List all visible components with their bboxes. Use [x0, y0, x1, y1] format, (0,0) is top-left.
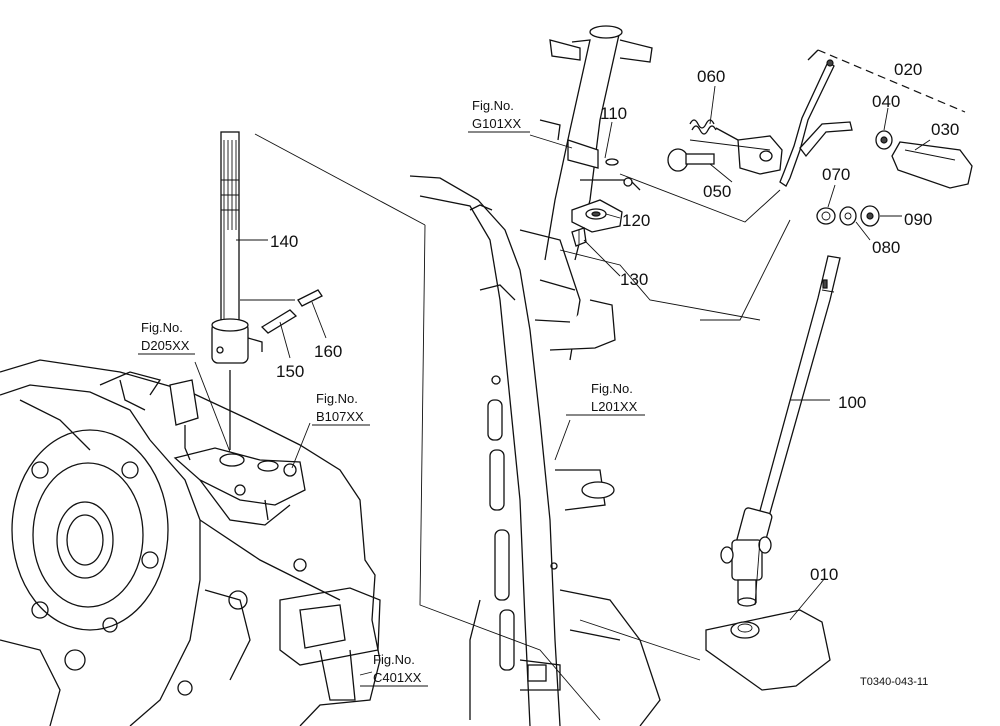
- shift-rod-140: [211, 131, 263, 364]
- transmission-housing: [0, 359, 381, 726]
- callout-010: 010: [810, 565, 838, 584]
- plate-120: [571, 199, 623, 233]
- steering-frame-panel: [409, 175, 661, 726]
- fig-ref-g101: Fig.No. G101XX: [468, 98, 530, 133]
- callout-150: 150: [276, 362, 304, 381]
- fig-ref-d205: Fig.No. D205XX: [138, 320, 195, 355]
- callout-040: 040: [872, 92, 900, 111]
- fig-ref-g101-code: G101XX: [472, 116, 521, 131]
- drawing-code: T0340-043-11: [860, 676, 928, 688]
- leader-lines: [194, 85, 931, 676]
- callout-110: 110: [600, 104, 627, 123]
- fig-ref-l201-code: L201XX: [591, 399, 638, 414]
- collar-070: [816, 207, 836, 225]
- pin-150: [260, 309, 298, 334]
- washer-080: [839, 206, 857, 226]
- bolt-130: [571, 227, 587, 247]
- steering-column: [519, 25, 653, 361]
- nut-090: [860, 205, 880, 227]
- fig-ref-d205-code: D205XX: [141, 338, 190, 353]
- callout-100: 100: [838, 393, 866, 412]
- fig-ref-b107-code: B107XX: [316, 409, 364, 424]
- connection-lines: [240, 133, 791, 721]
- pin-160: [297, 289, 323, 307]
- callout-120: 120: [622, 211, 650, 230]
- lever-020: [737, 59, 853, 187]
- callout-060: 060: [697, 67, 725, 86]
- fig-ref-c401: Fig.No. C401XX: [360, 652, 428, 687]
- fig-ref-d205-label: Fig.No.: [141, 320, 183, 335]
- callout-090: 090: [904, 210, 932, 229]
- universal-joint: [720, 507, 773, 607]
- plate-010: [705, 609, 831, 691]
- part-callouts: 140 150 160 110 120 130 060 050 020 040 …: [270, 60, 959, 584]
- linkage-assembly: [169, 370, 306, 526]
- fig-ref-c401-label: Fig.No.: [373, 652, 415, 667]
- callout-130: 130: [620, 270, 648, 289]
- fig-ref-c401-code: C401XX: [373, 670, 422, 685]
- callout-050: 050: [703, 182, 731, 201]
- callout-080: 080: [872, 238, 900, 257]
- knob-030: [891, 141, 973, 189]
- callout-030: 030: [931, 120, 959, 139]
- fig-ref-b107-label: Fig.No.: [316, 391, 358, 406]
- callout-140: 140: [270, 232, 298, 251]
- fig-ref-b107: Fig.No. B107XX: [312, 391, 370, 426]
- shaft-100: [757, 255, 841, 521]
- bracket-110: [567, 139, 619, 169]
- spring-060: [689, 119, 739, 141]
- nut-040: [875, 130, 893, 150]
- callout-160: 160: [314, 342, 342, 361]
- fig-ref-g101-label: Fig.No.: [472, 98, 514, 113]
- bolt-050: [667, 148, 715, 172]
- fig-ref-l201-label: Fig.No.: [591, 381, 633, 396]
- callout-070: 070: [822, 165, 850, 184]
- callout-020: 020: [894, 60, 922, 79]
- fig-ref-l201: Fig.No. L201XX: [566, 381, 645, 416]
